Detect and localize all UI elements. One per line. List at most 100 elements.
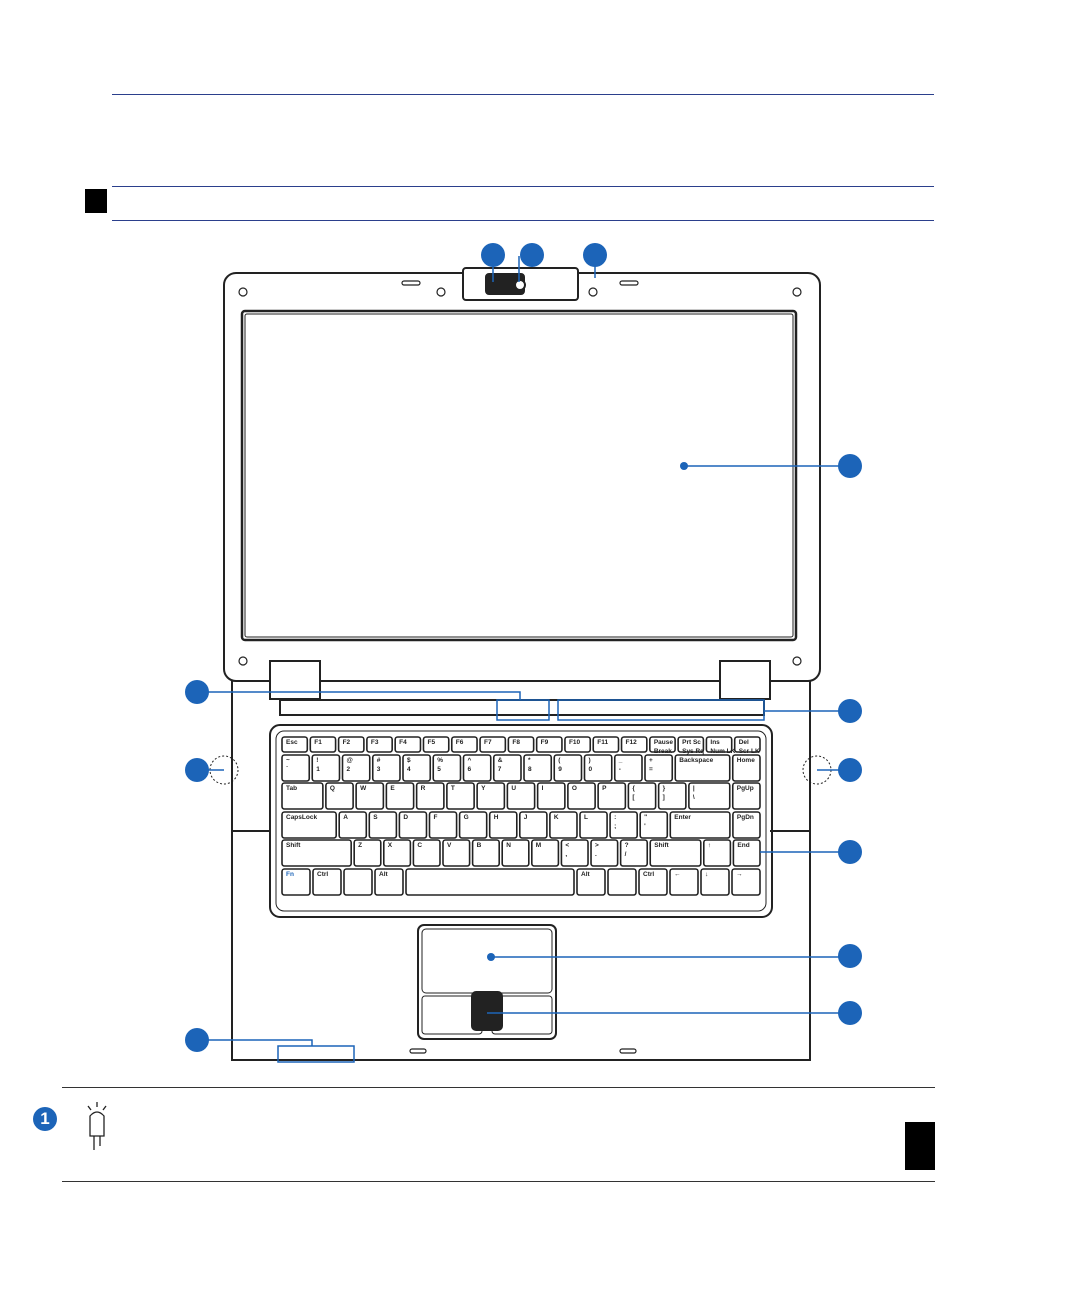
key-label: F <box>433 814 437 821</box>
key-label: 0 <box>589 766 593 773</box>
key-label: H <box>494 814 499 821</box>
key-label: Fn <box>286 871 294 878</box>
key-label: S <box>373 814 378 821</box>
key-label: Backspace <box>679 757 713 764</box>
key <box>669 811 731 839</box>
key <box>353 839 382 867</box>
key <box>733 736 761 753</box>
key-label: 7 <box>498 766 502 773</box>
key-label: 5 <box>437 766 441 773</box>
callout-left-speaker <box>185 758 209 782</box>
key-label: F1 <box>314 739 322 746</box>
key-label: T <box>451 785 455 792</box>
key <box>518 811 548 839</box>
key <box>613 754 643 782</box>
key <box>590 839 619 867</box>
key-label: F4 <box>399 739 407 746</box>
section-tab-marker <box>905 1122 935 1170</box>
callout-camera <box>520 243 544 267</box>
key <box>620 736 648 753</box>
key <box>583 754 613 782</box>
left-speaker <box>209 755 239 785</box>
section-rule-top <box>112 186 934 187</box>
key <box>731 754 761 782</box>
key <box>428 811 458 839</box>
key <box>412 839 441 867</box>
key <box>649 736 676 753</box>
key <box>382 839 412 867</box>
key-label: → <box>736 871 743 878</box>
key-label: " <box>644 814 647 821</box>
key-label: U <box>511 785 516 792</box>
key-label: Ctrl <box>317 871 328 878</box>
key-label: > <box>595 842 599 849</box>
key <box>488 811 518 839</box>
key <box>446 782 475 810</box>
key-label: ↓ <box>705 871 708 878</box>
key <box>385 782 415 810</box>
note-number: 1 <box>33 1107 57 1131</box>
key-label: J <box>524 814 528 821</box>
key-label: % <box>437 757 443 764</box>
key-label: F11 <box>597 739 608 746</box>
key-label: \ <box>693 794 695 801</box>
key <box>450 736 478 753</box>
key-label: . <box>595 851 597 858</box>
key-label: Scr LK <box>739 748 760 755</box>
key-label: End <box>737 842 749 849</box>
key-label: < <box>565 842 569 849</box>
key-label: Z <box>358 842 362 849</box>
key-label: Shift <box>654 842 669 849</box>
callout-touchpad <box>838 944 862 968</box>
key-label: Y <box>481 785 486 792</box>
key-label: ← <box>674 871 681 878</box>
key-label: F9 <box>541 739 549 746</box>
callout-keyboard <box>838 840 862 864</box>
key-label: Break <box>654 748 672 755</box>
key <box>325 782 354 810</box>
key-label: F2 <box>343 739 351 746</box>
key-label: X <box>388 842 393 849</box>
key <box>471 839 501 867</box>
header-rule <box>112 94 934 95</box>
key-label: @ <box>347 757 353 764</box>
key-label: & <box>498 757 503 764</box>
key <box>677 736 705 753</box>
key-label: ! <box>316 757 318 764</box>
key <box>422 736 450 753</box>
key <box>415 782 445 810</box>
key <box>732 811 761 839</box>
key <box>535 736 563 753</box>
key-label: CapsLock <box>286 814 317 821</box>
key <box>281 754 311 782</box>
key <box>649 839 702 867</box>
key-label: N <box>506 842 511 849</box>
fingerprint-scanner <box>471 991 503 1031</box>
note-box <box>62 1087 935 1182</box>
key-label: # <box>377 757 381 764</box>
key-label: D <box>403 814 408 821</box>
callout-instant-keys <box>838 699 862 723</box>
display-lid <box>223 272 821 682</box>
key <box>338 811 368 839</box>
callout-status-indicators <box>185 680 209 704</box>
key <box>501 839 530 867</box>
key-label: Num LK <box>710 748 735 755</box>
key <box>592 736 620 753</box>
key-label: Pause <box>654 739 674 746</box>
key <box>627 782 657 810</box>
key-label: A <box>343 814 348 821</box>
key-label: F5 <box>427 739 435 746</box>
key-label: : <box>614 814 616 821</box>
callout-right-speaker <box>838 758 862 782</box>
key-label: { <box>632 785 635 792</box>
key <box>492 754 522 782</box>
key <box>341 754 371 782</box>
key-label: - <box>619 766 621 773</box>
key-label: F8 <box>512 739 520 746</box>
key-label: Alt <box>379 871 389 878</box>
key-label: _ <box>618 757 623 764</box>
key <box>281 811 337 839</box>
key-label: W <box>360 785 367 792</box>
key <box>368 811 398 839</box>
